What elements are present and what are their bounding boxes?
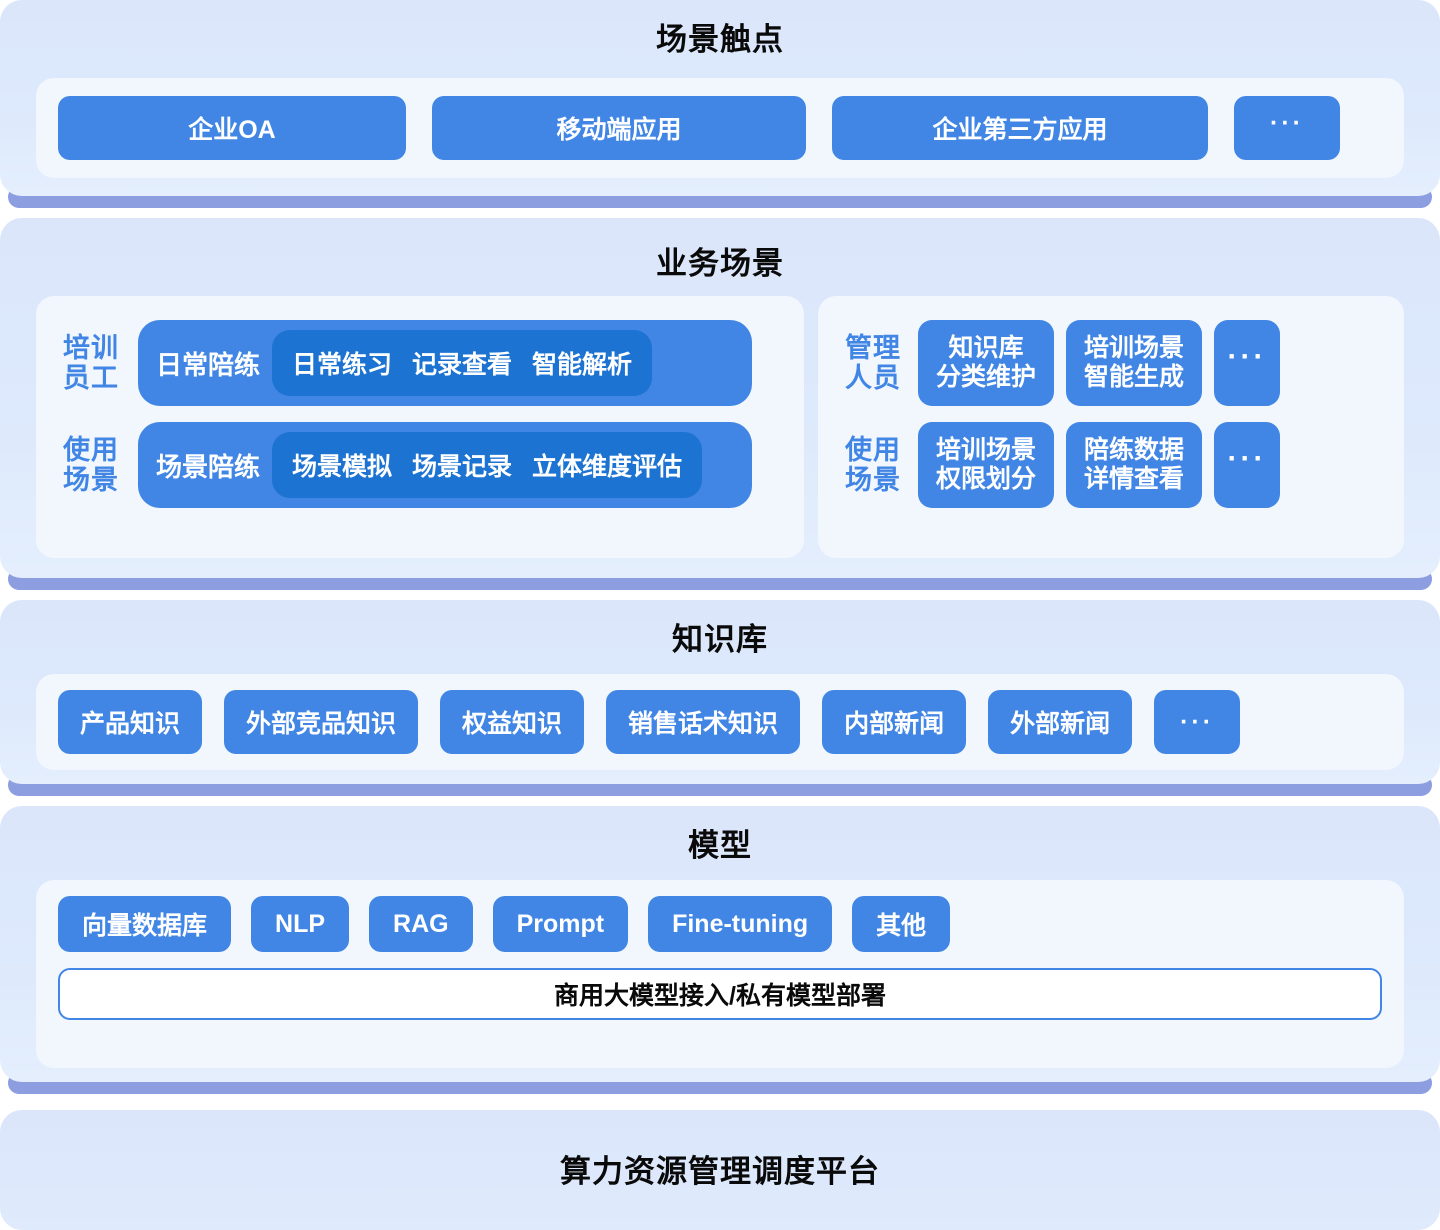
business-left-group: 培训 员工 日常陪练 日常练习 记录查看 智能解析: [58, 320, 752, 508]
knowledge-external-news[interactable]: 外部新闻: [988, 690, 1133, 754]
business-tile-kb-category-maintenance[interactable]: 知识库 分类维护: [918, 320, 1054, 406]
business-tile-practice-data-detail[interactable]: 陪练数据 详情查看: [1066, 422, 1202, 508]
touchpoint-more-ellipsis[interactable]: ···: [1234, 96, 1340, 160]
model-vector-db[interactable]: 向量数据库: [58, 896, 232, 952]
business-right-card: 管理 人员 知识库 分类维护 培训场景 智能生成 ···: [818, 296, 1404, 558]
tile-line-2: 分类维护: [935, 363, 1036, 391]
knowledge-product[interactable]: 产品知识: [58, 690, 203, 754]
business-right-row1-label: 使用 场景: [840, 435, 906, 495]
tag-record-view[interactable]: 记录查看: [412, 351, 513, 379]
model-prompt[interactable]: Prompt: [492, 896, 629, 952]
business-right-row1-more[interactable]: ···: [1214, 422, 1280, 508]
layer-title-business: 业务场景: [656, 246, 784, 281]
layer-compute-platform: 算力资源管理调度平台: [0, 1110, 1440, 1230]
business-left-row1-tags: 场景模拟 场景记录 立体维度评估: [272, 432, 703, 498]
layer-title-compute: 算力资源管理调度平台: [560, 1154, 880, 1189]
label-line-2: 场景: [845, 465, 901, 495]
tag-scene-simulation[interactable]: 场景模拟: [292, 453, 393, 481]
tag-smart-analysis[interactable]: 智能解析: [532, 351, 633, 379]
label-line-1: 使用: [63, 434, 119, 465]
knowledge-competitor[interactable]: 外部竞品知识: [224, 690, 419, 754]
knowledge-row: 产品知识 外部竞品知识 权益知识 销售话术知识 内部新闻 外部新闻 ···: [58, 690, 1241, 754]
business-left-card: 培训 员工 日常陪练 日常练习 记录查看 智能解析: [36, 296, 804, 558]
business-left-row0-label: 培训 员工: [58, 333, 124, 393]
layer-panel: 知识库 产品知识 外部竞品知识 权益知识 销售话术知识 内部新闻 外部新闻 ··…: [0, 600, 1440, 784]
knowledge-sales-script[interactable]: 销售话术知识: [606, 690, 801, 754]
model-fine-tuning[interactable]: Fine-tuning: [648, 896, 833, 952]
business-tile-training-scene-generation[interactable]: 培训场景 智能生成: [1066, 320, 1202, 406]
tile-line-1: 知识库: [948, 334, 1024, 362]
business-right-row0-more[interactable]: ···: [1214, 320, 1280, 406]
touchpoint-enterprise-oa[interactable]: 企业OA: [58, 96, 406, 160]
business-row-usage-scenario-right: 使用 场景 培训场景 权限划分 陪练数据 详情查看 ···: [840, 422, 1280, 508]
layer-panel: 模型 向量数据库 NLP RAG Prompt Fine-tuning 其他 商…: [0, 806, 1440, 1082]
business-row-usage-scenario: 使用 场景 场景陪练 场景模拟 场景记录 立体维度评估: [58, 422, 752, 508]
business-right-row0-label: 管理 人员: [840, 333, 906, 393]
tile-line-2: 智能生成: [1083, 363, 1184, 391]
layer-title-touchpoints: 场景触点: [656, 22, 784, 57]
touchpoint-mobile-app[interactable]: 移动端应用: [432, 96, 806, 160]
business-left-row1-label: 使用 场景: [58, 435, 124, 495]
label-line-1: 管理: [845, 332, 901, 363]
touchpoints-row: 企业OA 移动端应用 企业第三方应用 ···: [58, 96, 1340, 160]
business-left-row1-lead: 场景陪练: [156, 451, 261, 482]
layer-panel: 算力资源管理调度平台: [0, 1110, 1440, 1230]
tile-line-2: 权限划分: [935, 465, 1036, 493]
tile-line-2: 详情查看: [1083, 465, 1184, 493]
ellipsis-icon: ···: [1227, 441, 1267, 475]
label-line-2: 场景: [63, 465, 119, 495]
knowledge-internal-news[interactable]: 内部新闻: [822, 690, 967, 754]
layer-panel: 业务场景 培训 员工 日常陪练 日常练习 记录查看: [0, 218, 1440, 578]
layer-model: 模型 向量数据库 NLP RAG Prompt Fine-tuning 其他 商…: [0, 806, 1440, 1094]
tag-daily-practice[interactable]: 日常练习: [292, 351, 393, 379]
business-left-row0-pill[interactable]: 日常陪练 日常练习 记录查看 智能解析: [138, 320, 752, 406]
label-line-1: 使用: [845, 434, 901, 465]
tile-line-1: 培训场景: [1083, 334, 1184, 362]
ellipsis-icon: ···: [1227, 339, 1267, 373]
layer-business-scenarios: 业务场景 培训 员工 日常陪练 日常练习 记录查看: [0, 218, 1440, 590]
business-row-training-staff: 培训 员工 日常陪练 日常练习 记录查看 智能解析: [58, 320, 752, 406]
model-row: 向量数据库 NLP RAG Prompt Fine-tuning 其他: [58, 896, 951, 952]
tag-multidim-evaluation[interactable]: 立体维度评估: [532, 453, 683, 481]
tile-line-1: 培训场景: [935, 436, 1036, 464]
model-other[interactable]: 其他: [852, 896, 951, 952]
business-right-group: 管理 人员 知识库 分类维护 培训场景 智能生成 ···: [840, 320, 1280, 508]
business-left-row1-pill[interactable]: 场景陪练 场景模拟 场景记录 立体维度评估: [138, 422, 752, 508]
label-line-2: 员工: [63, 363, 119, 393]
model-rag[interactable]: RAG: [369, 896, 473, 952]
layer-panel: 场景触点 企业OA 移动端应用 企业第三方应用 ···: [0, 0, 1440, 196]
layer-touchpoints: 场景触点 企业OA 移动端应用 企业第三方应用 ···: [0, 0, 1440, 208]
model-nlp[interactable]: NLP: [251, 896, 350, 952]
touchpoint-third-party-app[interactable]: 企业第三方应用: [832, 96, 1208, 160]
business-left-row0-lead: 日常陪练: [156, 349, 261, 380]
model-deployment-banner: 商用大模型接入/私有模型部署: [58, 968, 1382, 1020]
layer-knowledge-base: 知识库 产品知识 外部竞品知识 权益知识 销售话术知识 内部新闻 外部新闻 ··…: [0, 600, 1440, 796]
tile-line-1: 陪练数据: [1083, 436, 1184, 464]
business-tile-training-scene-permissions[interactable]: 培训场景 权限划分: [918, 422, 1054, 508]
knowledge-benefits[interactable]: 权益知识: [440, 690, 585, 754]
layer-title-model: 模型: [688, 828, 752, 863]
layer-title-knowledge: 知识库: [672, 622, 768, 657]
business-row-admin: 管理 人员 知识库 分类维护 培训场景 智能生成 ···: [840, 320, 1280, 406]
label-line-2: 人员: [845, 363, 901, 393]
business-left-row0-tags: 日常练习 记录查看 智能解析: [272, 330, 653, 396]
label-line-1: 培训: [63, 332, 119, 363]
tag-scene-record[interactable]: 场景记录: [412, 453, 513, 481]
knowledge-more-ellipsis[interactable]: ···: [1154, 690, 1241, 754]
